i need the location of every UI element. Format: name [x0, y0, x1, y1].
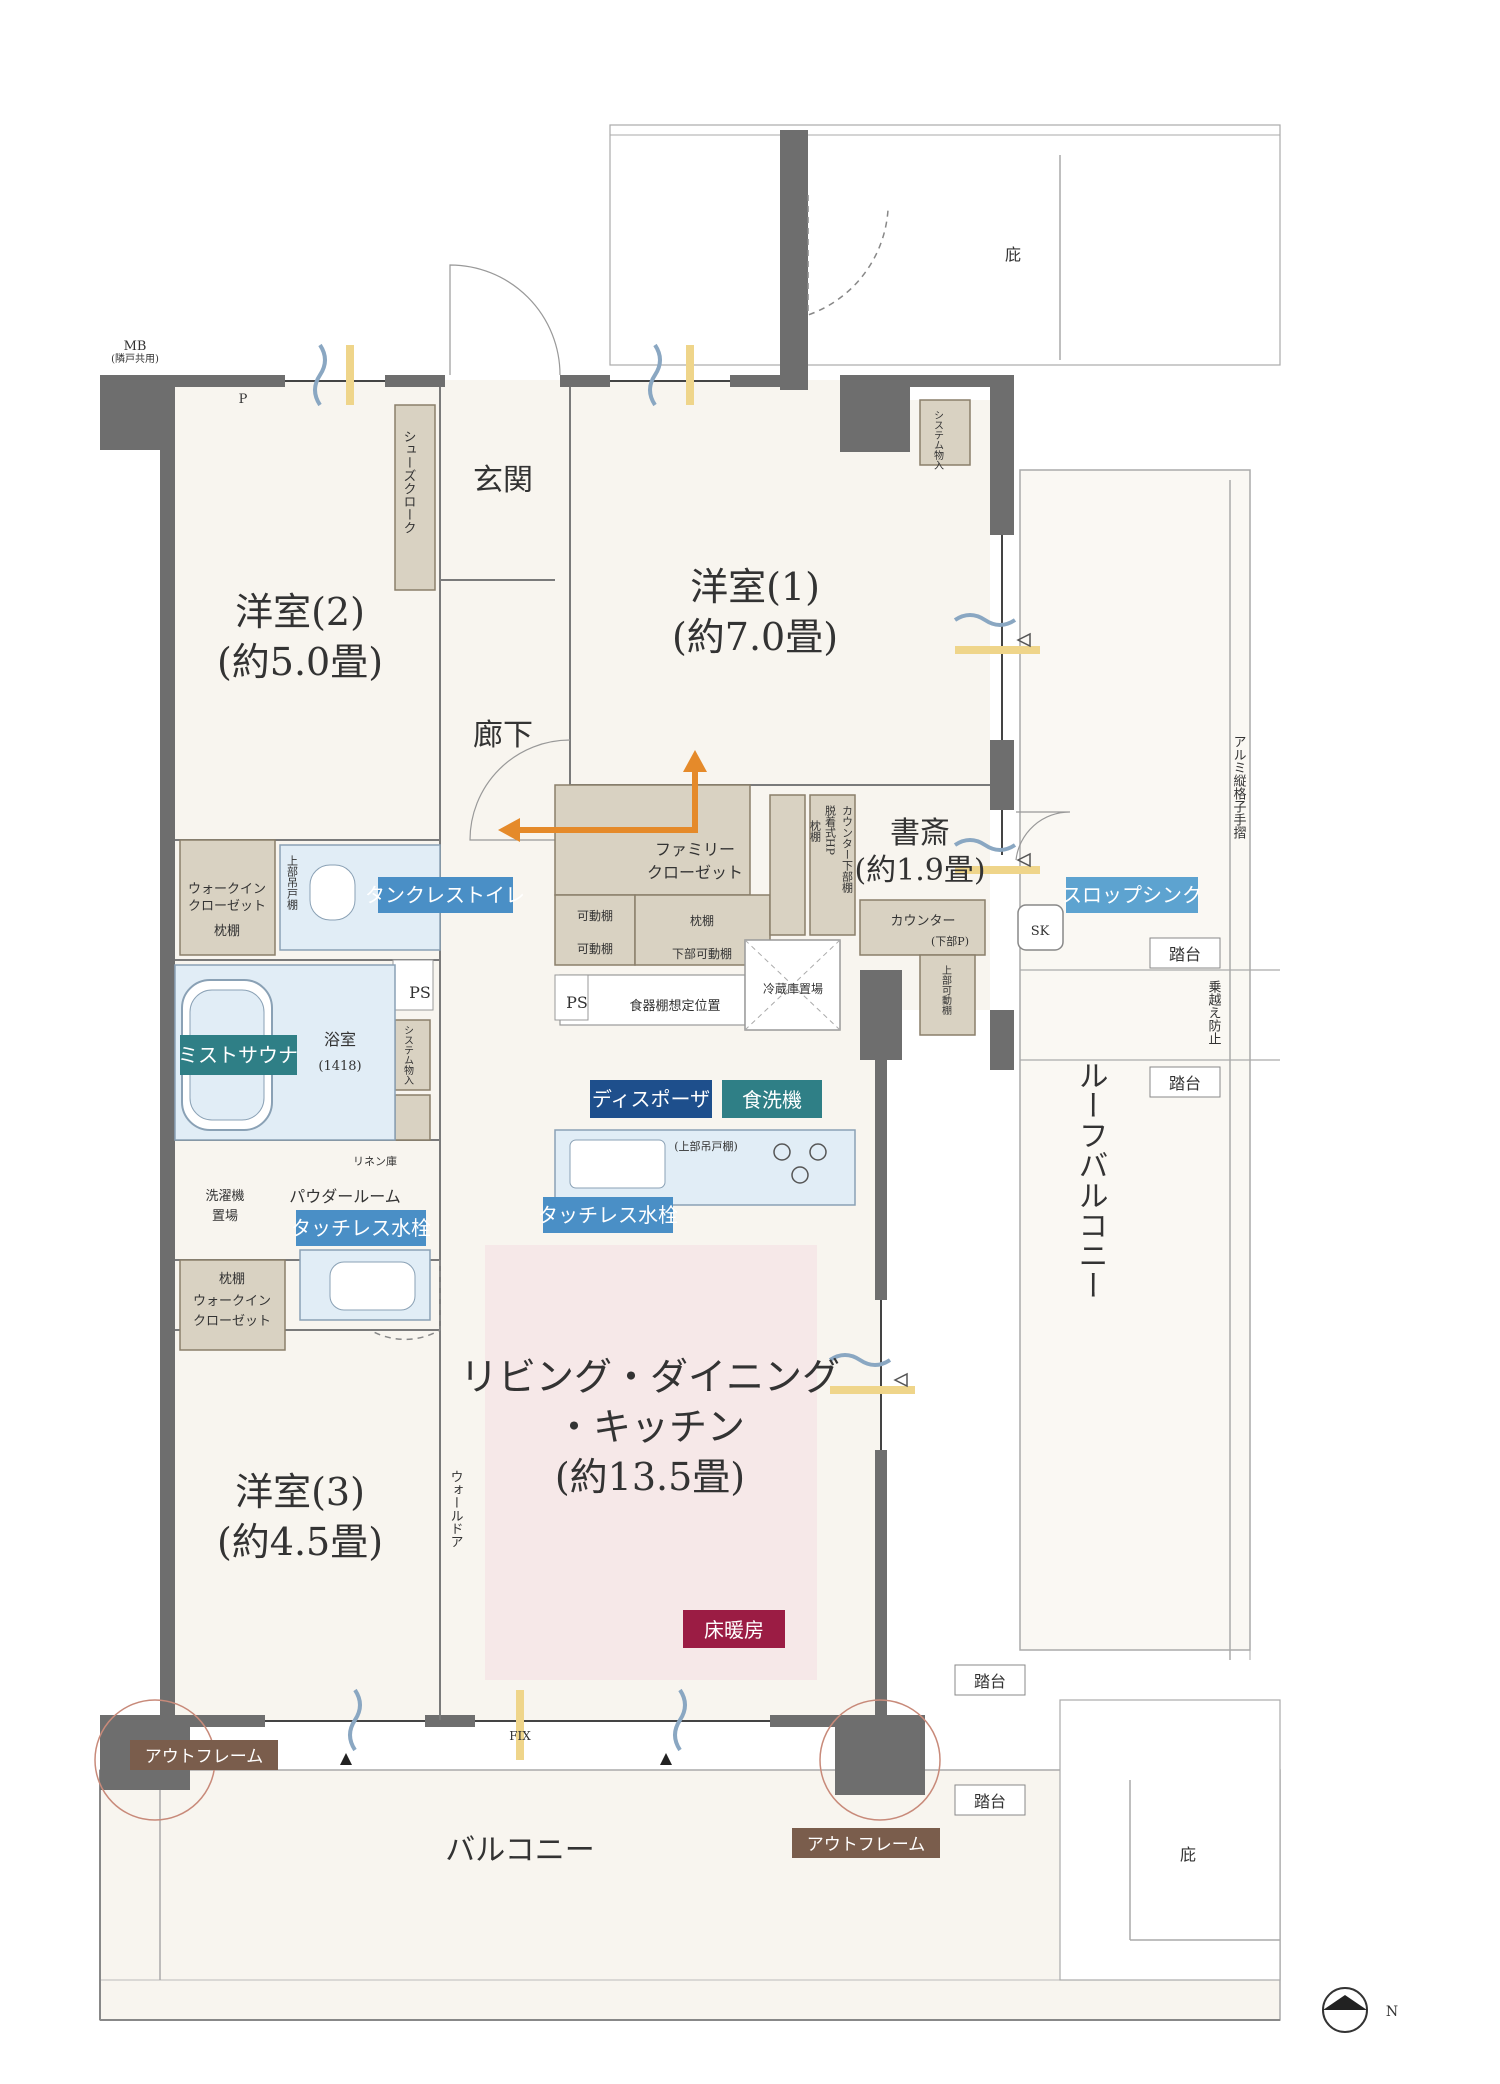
- step-label-3: 踏台: [974, 1672, 1006, 1691]
- upper-movable-shelf-label: 上部可動棚: [940, 965, 952, 1016]
- wic-lower-label-2: ウォークイン: [193, 1294, 271, 1309]
- feature-tags: タンクレストイレ ミストサウナ タッチレス水栓 タッチレス水栓 ディスポーザ 食…: [130, 877, 1202, 1858]
- shoe-closet-label: シューズクローク: [401, 430, 416, 534]
- pipe-label: P: [239, 392, 248, 407]
- wic-upper-label-2: クローゼット: [188, 899, 266, 914]
- doors: [369, 195, 1071, 1341]
- wic-upper-label-1: ウォークイン: [188, 882, 266, 897]
- family-closet-label-1: ファミリー: [655, 840, 735, 859]
- step-label-1: 踏台: [1169, 945, 1201, 964]
- western-1-name: 洋室(1): [690, 565, 820, 609]
- climb-prevention-label: 乗越え防止: [1206, 980, 1222, 1045]
- tankless-toilet-tag: [378, 877, 513, 913]
- fix-window-label: FIX: [509, 1729, 531, 1743]
- walls: [100, 130, 1014, 1795]
- pillow-shelf-vertical-label: 枕棚: [809, 819, 822, 843]
- outframe-tag-1-text: アウトフレーム: [145, 1747, 264, 1766]
- western-3-name: 洋室(3): [235, 1470, 365, 1514]
- washer-label-2: 置場: [212, 1209, 238, 1224]
- wic-lower-label-1: 枕棚: [219, 1272, 245, 1287]
- touchless-faucet-tag-1: [296, 1210, 426, 1246]
- disposer-tag: [590, 1080, 712, 1118]
- slop-sink-tag-text: スロップシンク: [1062, 884, 1202, 907]
- study-size: (約1.9畳): [854, 853, 985, 888]
- step-label-4: 踏台: [974, 1792, 1006, 1811]
- lower-movable-shelf-label: 下部可動棚: [672, 946, 732, 961]
- outframe-tag-1: [130, 1740, 278, 1770]
- dishwasher-tag-text: 食洗機: [742, 1089, 802, 1112]
- powder-room-label: パウダールーム: [289, 1187, 401, 1206]
- balcony-label: バルコニー: [445, 1833, 594, 1868]
- windows: [265, 380, 1003, 1722]
- bath-size: (1418): [318, 1059, 361, 1074]
- dishwasher-tag: [722, 1080, 822, 1118]
- mist-sauna-tag-text: ミストサウナ: [178, 1045, 298, 1067]
- hallway-label: 廊下: [473, 718, 533, 753]
- outer-boundary: [99, 124, 1281, 2021]
- touchless-faucet-tag-1-text: タッチレス水栓: [291, 1217, 431, 1240]
- floor-heating-tag-text: 床暖房: [704, 1619, 764, 1642]
- floor-heating-area: [485, 1245, 817, 1680]
- western-2-size: (約5.0畳): [217, 640, 383, 684]
- slop-sink-sk-label: SK: [1031, 924, 1050, 939]
- counter-upper-cabinet-label: (上部吊戸棚): [674, 1139, 738, 1153]
- wic-lower-label-3: クローゼット: [193, 1314, 271, 1329]
- handrail-label: アルミ縦格子手摺: [1231, 735, 1247, 839]
- movable-shelf-label-1: 可動棚: [577, 908, 613, 923]
- compass-n-label: N: [1386, 2004, 1398, 2020]
- wic-upper-label-3: 枕棚: [214, 924, 240, 939]
- dish-shelf-label: 食器棚想定位置: [629, 998, 720, 1014]
- counter-label: カウンター: [890, 914, 955, 929]
- western-3-size: (約4.5畳): [217, 1520, 383, 1564]
- movable-shelf-label-2: 可動棚: [577, 941, 613, 956]
- circulation-arrow: [498, 750, 707, 842]
- counter-lower-shelf-label: カウンター下部棚: [841, 805, 854, 894]
- pillow-shelf-label: 枕棚: [690, 913, 714, 928]
- western-2-name: 洋室(2): [235, 590, 365, 634]
- wall-door-label: ウォールドア: [448, 1470, 463, 1548]
- mist-sauna-tag: [180, 1035, 297, 1075]
- slop-sink-tag: [1066, 877, 1198, 913]
- ldk-size: (約13.5畳): [555, 1455, 745, 1499]
- step-label-2: 踏台: [1169, 1074, 1201, 1093]
- ventilation-marks: [313, 343, 1040, 1765]
- upper-cabinet-label: 上部吊戸棚: [286, 855, 299, 911]
- system-storage-label-1: システム物入: [932, 410, 944, 470]
- tankless-toilet-tag-text: タンクレストイレ: [365, 884, 525, 907]
- roof-balcony-label: ルーフバルコニー: [1073, 1060, 1108, 1300]
- entrance-label: 玄関: [473, 463, 533, 498]
- mb-label: MB: [124, 339, 147, 354]
- counter-lower-label: (下部P): [931, 934, 969, 948]
- touchless-faucet-tag-2: [543, 1197, 673, 1233]
- eaves-top-label: 庇: [1005, 245, 1021, 264]
- western-1-size: (約7.0畳): [672, 615, 838, 659]
- ldk-line1: リビング・ダイニング: [460, 1355, 840, 1399]
- eaves-bottom-label: 庇: [1180, 1845, 1196, 1864]
- compass: [1322, 1987, 1368, 2033]
- linen-label: リネン庫: [353, 1154, 397, 1168]
- outframe-tag-2-text: アウトフレーム: [807, 1835, 926, 1854]
- storage-units: [179, 399, 1064, 1351]
- undress-hp-label: 脱着式HP: [824, 804, 837, 856]
- washer-label-1: 洗濯機: [205, 1189, 244, 1204]
- step-labels: 踏台 踏台 踏台 踏台: [954, 937, 1221, 1816]
- ps-label-1: PS: [409, 983, 431, 1002]
- fridge-label: 冷蔵庫置場: [763, 982, 823, 996]
- study-name: 書斎: [890, 816, 950, 851]
- bath-name: 浴室: [324, 1030, 356, 1049]
- family-closet-label-2: クローゼット: [647, 863, 743, 882]
- system-storage-label-2: システム物入: [402, 1025, 414, 1085]
- outframe-tag-2: [792, 1828, 940, 1858]
- ldk-line2: ・キッチン: [555, 1405, 745, 1449]
- floor-heating-tag: [683, 1610, 785, 1648]
- mb-sub-label: (隣戸共用): [111, 352, 159, 365]
- ps-label-2: PS: [566, 993, 588, 1012]
- disposer-tag-text: ディスポーザ: [592, 1088, 710, 1111]
- touchless-faucet-tag-2-text: タッチレス水栓: [538, 1204, 678, 1227]
